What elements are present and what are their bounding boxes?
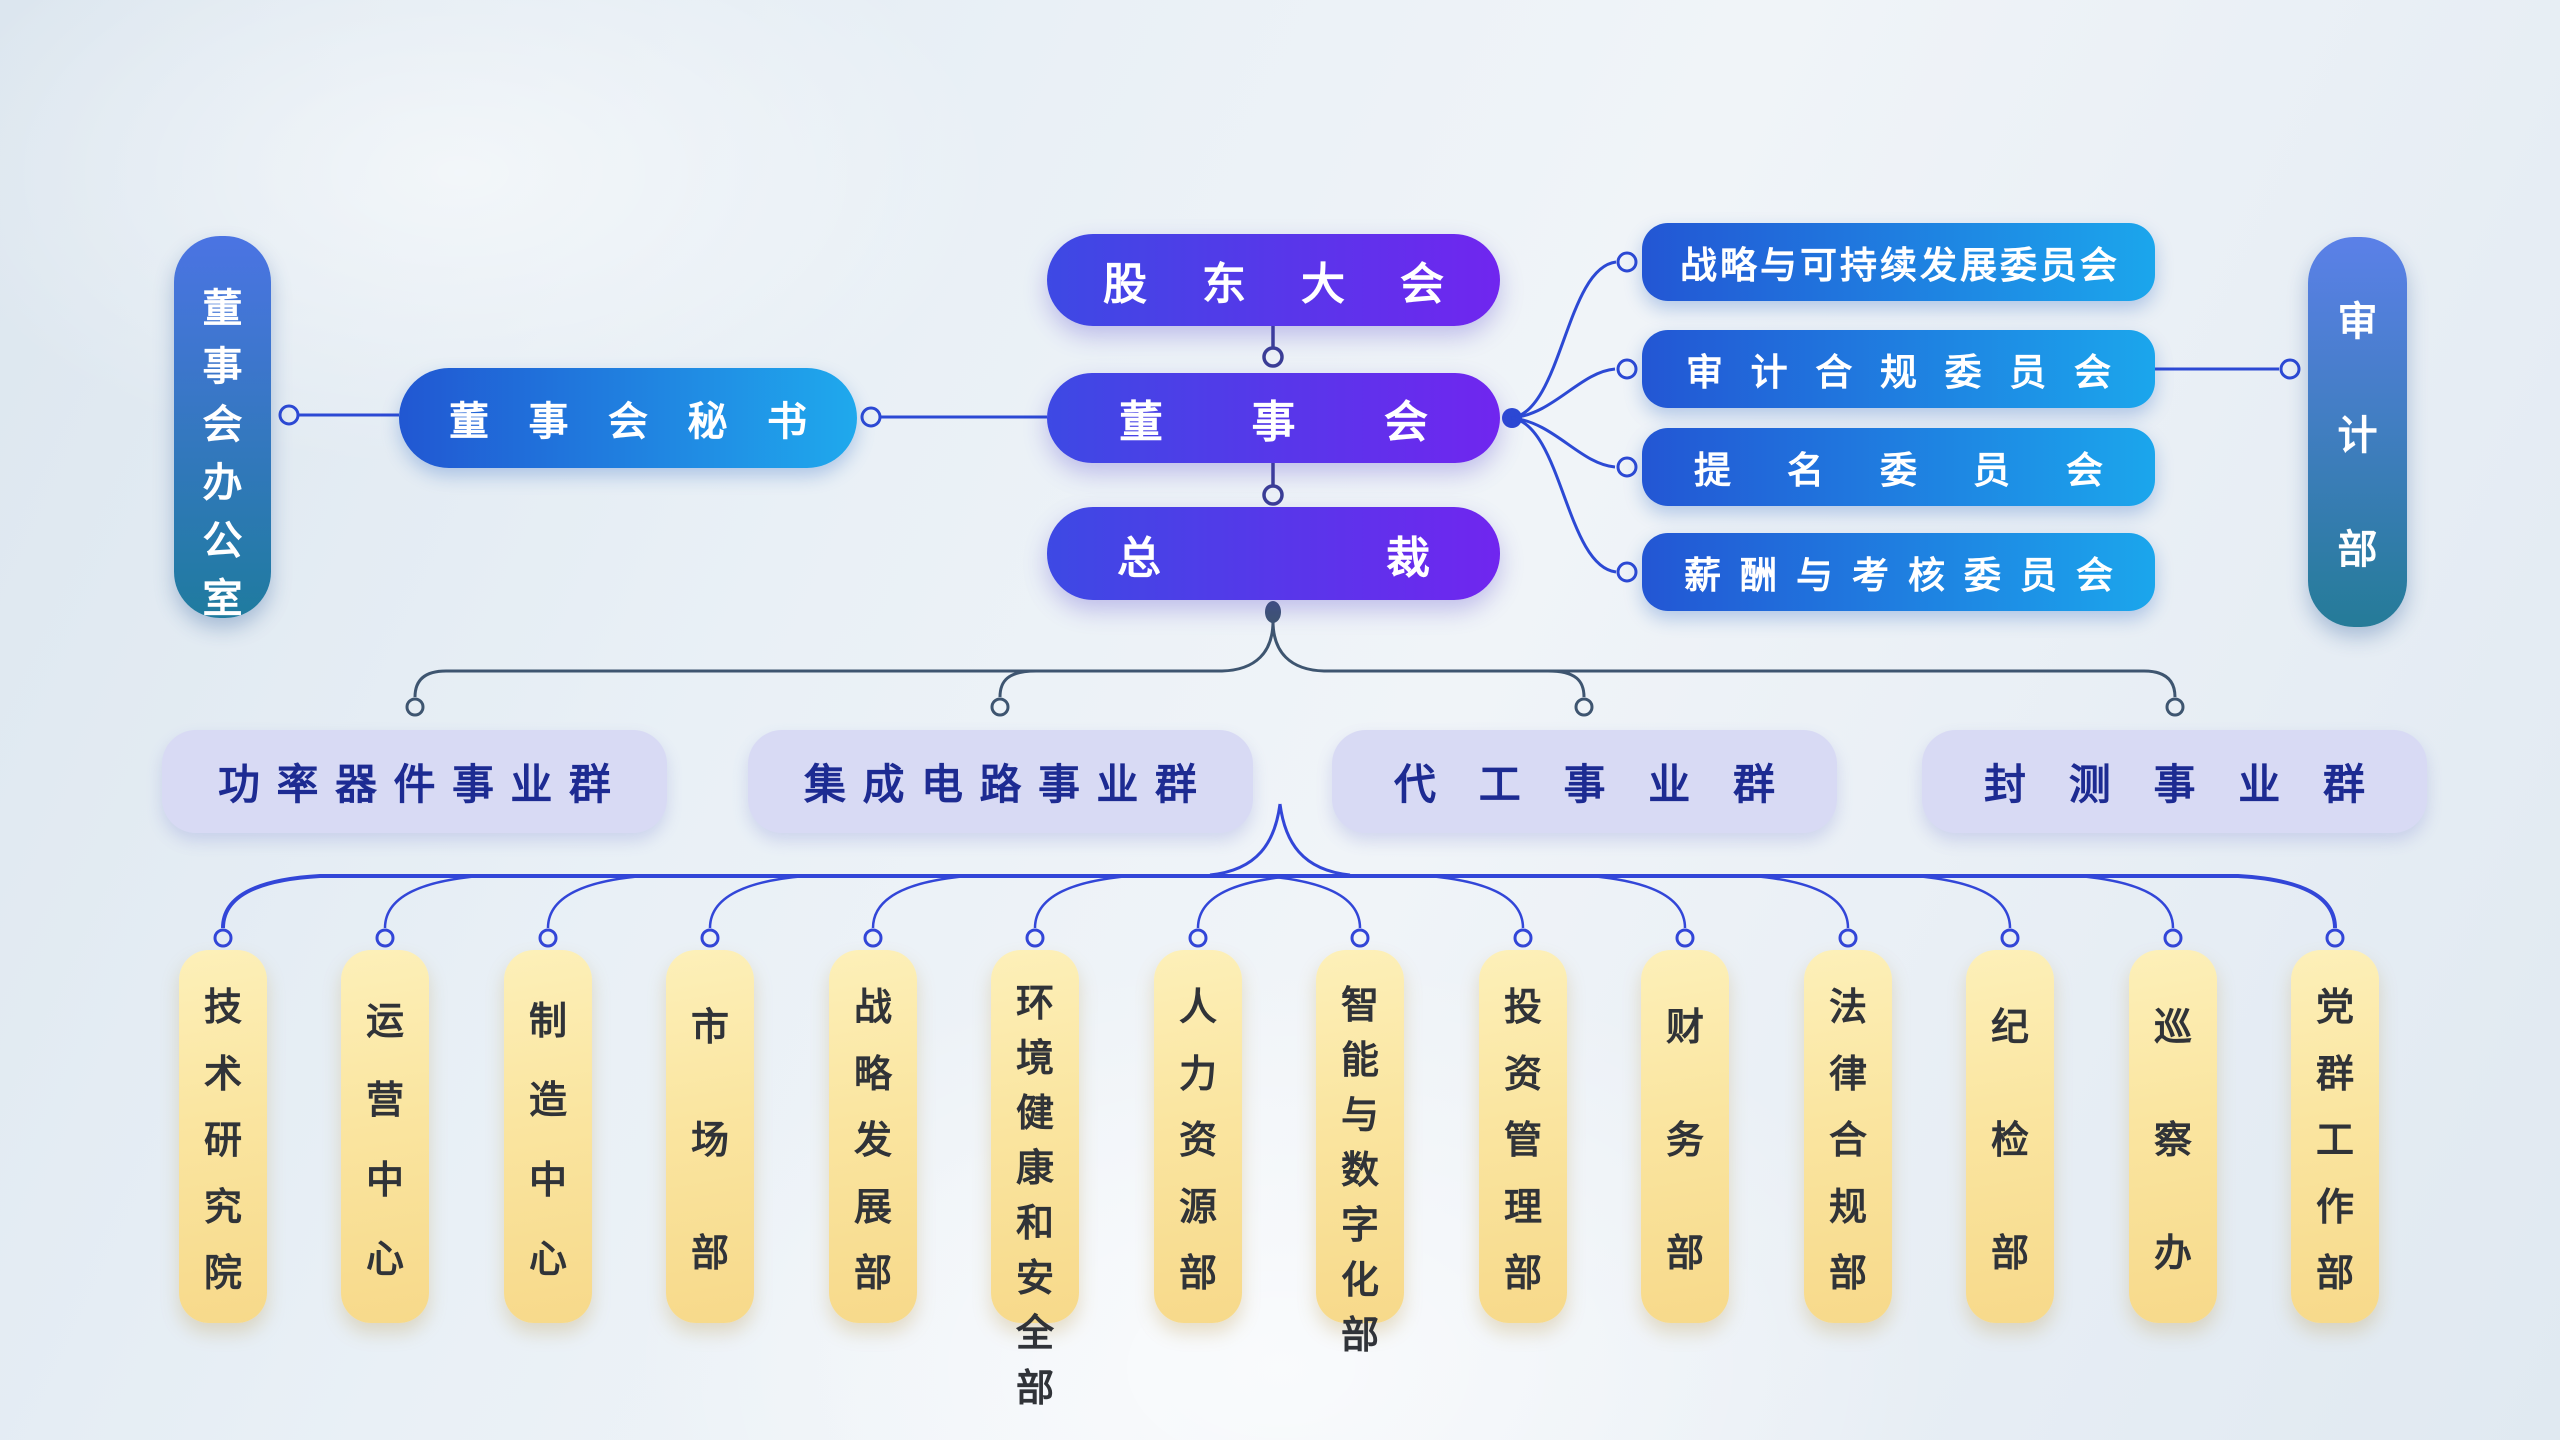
node-group-integrated-circuits: 集成电路事业群 xyxy=(748,730,1253,833)
audit-department-label: 审计部 xyxy=(2337,300,2378,572)
node-group-packaging-testing: 封测事业群 xyxy=(1922,730,2427,833)
node-dept-manufacturing-center: 制造中心 xyxy=(504,950,592,1323)
node-board-secretary: 董事会秘书 xyxy=(399,368,857,468)
node-president: 总裁 xyxy=(1047,507,1500,600)
node-board-of-directors: 董事会 xyxy=(1047,373,1500,463)
node-board-office: 董事会办公室 xyxy=(174,236,271,621)
groups-to-departments xyxy=(213,803,2345,948)
dept-label: 战略发展部 xyxy=(853,987,892,1295)
node-dept-discipline-inspection: 纪检部 xyxy=(1966,950,2054,1323)
committee-remuneration-label: 薪酬与考核委员会 xyxy=(1684,555,2113,596)
node-dept-tech-research-institute: 技术研究院 xyxy=(179,950,267,1323)
dept-label: 智能与数字化部 xyxy=(1340,985,1379,1357)
node-dept-legal-compliance: 法律合规部 xyxy=(1804,950,1892,1323)
node-committee-strategy: 战略与可持续发展委员会 xyxy=(1642,223,2155,301)
node-committee-audit-compliance: 审计合规委员会 xyxy=(1642,330,2155,408)
dept-label: 党群工作部 xyxy=(2315,987,2354,1295)
dept-label: 人力资源部 xyxy=(1178,987,1217,1295)
dept-label: 制造中心 xyxy=(528,1001,567,1281)
node-dept-finance: 财务部 xyxy=(1641,950,1729,1323)
node-shareholders-meeting: 股东大会 xyxy=(1047,234,1500,326)
committee-strategy-label: 战略与可持续发展委员会 xyxy=(1680,245,2117,286)
board-to-committees xyxy=(1502,251,2301,583)
committee-nomination-label: 提名委员会 xyxy=(1694,450,2103,491)
node-group-power-devices: 功率器件事业群 xyxy=(162,730,667,833)
node-committee-remuneration: 薪酬与考核委员会 xyxy=(1642,533,2155,611)
board-secretary-label: 董事会秘书 xyxy=(449,400,807,444)
board-office-label: 董事会办公室 xyxy=(202,287,243,621)
center-vertical-links xyxy=(1262,326,1284,506)
dept-label: 技术研究院 xyxy=(203,987,242,1295)
node-dept-marketing: 市场部 xyxy=(666,950,754,1323)
group-integrated-circuits-label: 集成电路事业群 xyxy=(804,761,1197,808)
president-to-groups xyxy=(405,601,2185,717)
node-audit-department: 审计部 xyxy=(2308,237,2407,627)
node-committee-nomination: 提名委员会 xyxy=(1642,428,2155,506)
dept-label: 市场部 xyxy=(690,1007,729,1275)
node-dept-operations-center: 运营中心 xyxy=(341,950,429,1323)
group-packaging-testing-label: 封测事业群 xyxy=(1984,761,2365,808)
dept-label: 运营中心 xyxy=(365,1001,404,1281)
president-label: 总裁 xyxy=(1117,533,1430,583)
node-dept-patrol-office: 巡察办 xyxy=(2129,950,2217,1323)
dept-label: 环境健康和安全部 xyxy=(1015,983,1054,1410)
president-junction-dot xyxy=(1265,601,1281,623)
committee-audit-compliance-label: 审计合规委员会 xyxy=(1686,352,2111,393)
dept-label: 投资管理部 xyxy=(1503,987,1542,1295)
group-power-devices-label: 功率器件事业群 xyxy=(218,761,611,808)
dept-label: 纪检部 xyxy=(1990,1007,2029,1275)
board-of-directors-label: 董事会 xyxy=(1119,398,1428,447)
node-group-foundry: 代工事业群 xyxy=(1332,730,1837,833)
office-secretary-links xyxy=(278,404,1047,428)
group-foundry-label: 代工事业群 xyxy=(1394,761,1775,808)
node-dept-strategic-development: 战略发展部 xyxy=(829,950,917,1323)
dept-label: 巡察办 xyxy=(2153,1007,2192,1275)
node-dept-ehs: 环境健康和安全部 xyxy=(991,950,1079,1410)
node-dept-intelligence-digitalization: 智能与数字化部 xyxy=(1316,950,1404,1357)
node-dept-investment-management: 投资管理部 xyxy=(1479,950,1567,1323)
node-dept-party-masses-work: 党群工作部 xyxy=(2291,950,2379,1323)
dept-label: 法律合规部 xyxy=(1828,987,1867,1295)
dept-label: 财务部 xyxy=(1665,1007,1704,1275)
shareholders-meeting-label: 股东大会 xyxy=(1103,260,1444,309)
node-dept-human-resources: 人力资源部 xyxy=(1154,950,1242,1323)
